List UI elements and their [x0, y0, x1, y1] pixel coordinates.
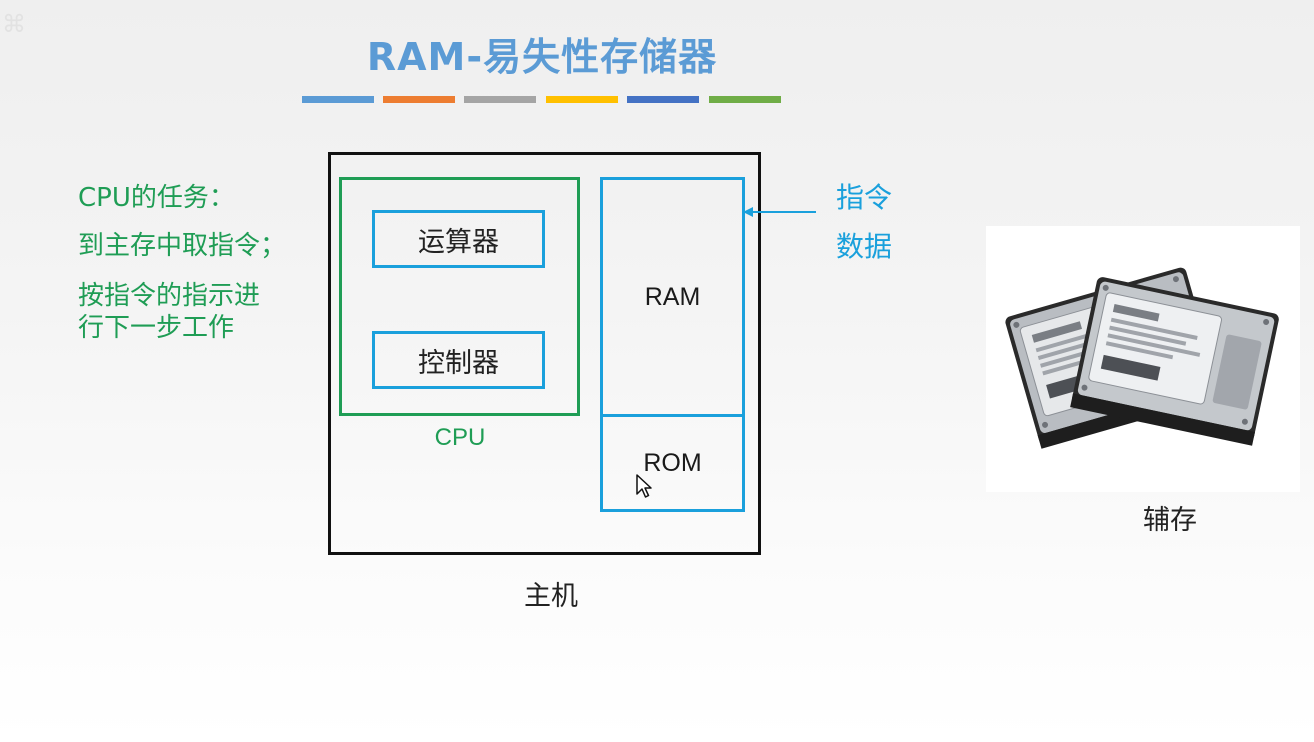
cpu-task-line-2: 按指令的指示进: [78, 281, 261, 311]
color-bar-2: [383, 96, 455, 103]
cpu-task-line-3: 行下一步工作: [78, 313, 235, 343]
color-bar-1: [302, 96, 374, 103]
control-unit-box: 控制器: [372, 331, 545, 389]
watermark-icon: ⌘: [2, 10, 26, 38]
alu-box: 运算器: [372, 210, 545, 268]
aux-storage-label: 辅存: [1143, 505, 1197, 536]
color-bar-3: [464, 96, 536, 103]
arrow-left-icon: [743, 207, 816, 217]
host-label: 主机: [524, 581, 578, 612]
cpu-box: [339, 177, 580, 416]
data-label: 数据: [836, 230, 893, 263]
color-bar-5: [627, 96, 699, 103]
cpu-task-heading: CPU的任务：: [78, 183, 235, 213]
host-box: [328, 152, 761, 555]
mouse-pointer-icon: [636, 474, 652, 498]
color-bar-4: [546, 96, 618, 103]
instruction-label: 指令: [836, 181, 893, 214]
ram-box: RAM: [600, 177, 745, 417]
rom-box: ROM: [600, 414, 745, 512]
cpu-label: CPU: [434, 424, 486, 451]
cpu-task-line-1: 到主存中取指令；: [78, 231, 287, 261]
color-bar-6: [709, 96, 781, 103]
slide-title: RAM-易失性存储器: [366, 35, 718, 79]
hard-drives-photo: [986, 226, 1300, 492]
